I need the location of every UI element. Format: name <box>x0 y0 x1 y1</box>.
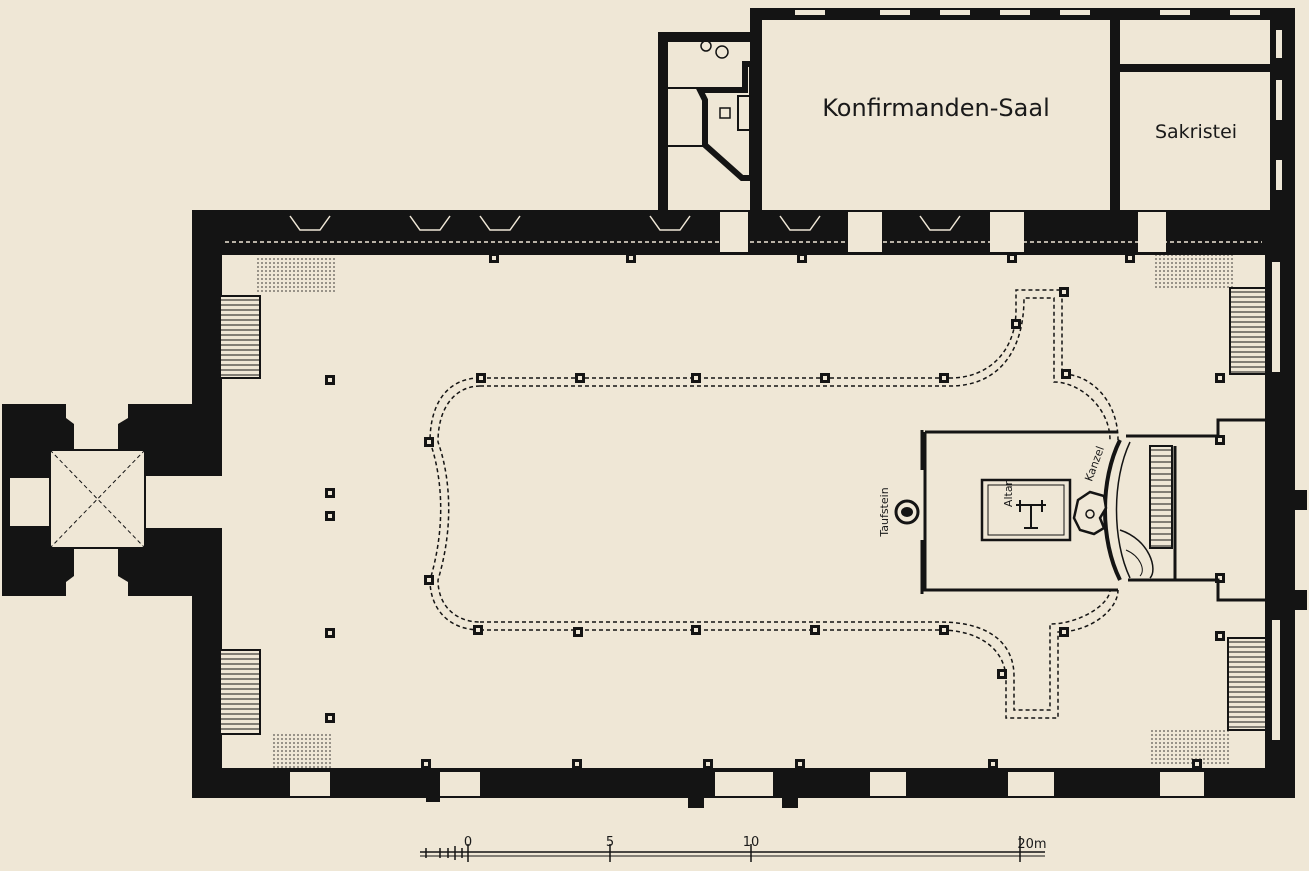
chancel <box>894 418 1265 602</box>
pillar-core <box>1062 290 1066 294</box>
pillar-core <box>476 628 480 632</box>
pillar-core <box>942 376 946 380</box>
pillar-core <box>823 376 827 380</box>
chancel-rail <box>923 430 1118 592</box>
pillar-core <box>328 378 332 382</box>
scale-tick-5: 5 <box>606 835 614 850</box>
pillar-core <box>578 376 582 380</box>
pillar-core <box>1218 576 1222 580</box>
pillar-core <box>479 376 483 380</box>
pillar-core <box>427 578 431 582</box>
pillar-core <box>576 630 580 634</box>
pillar-core <box>1218 376 1222 380</box>
label-konfirmanden-saal: Konfirmanden-Saal <box>822 94 1049 122</box>
pillar-core <box>706 762 710 766</box>
altar <box>980 478 1072 542</box>
pillar-core <box>694 628 698 632</box>
stairs <box>219 254 1267 768</box>
pillar-core <box>492 256 496 260</box>
pillar-core <box>1000 672 1004 676</box>
scale-tick-20m: 20m <box>1017 837 1046 852</box>
pillar-core <box>427 440 431 444</box>
bottom-buttresses <box>426 790 798 808</box>
pillar-core <box>629 256 633 260</box>
pillar-core <box>1062 630 1066 634</box>
pillar-core <box>1064 372 1068 376</box>
top-wall-openings <box>720 212 1166 252</box>
wc-fixture <box>700 40 712 52</box>
pillar-core <box>798 762 802 766</box>
pillar-core <box>328 631 332 635</box>
pillar-core <box>1010 256 1014 260</box>
pillar-core <box>1218 438 1222 442</box>
font-taufstein <box>894 499 920 525</box>
scale-tick-0: 0 <box>464 835 472 850</box>
scale-bar: 0 5 10 20m <box>420 835 1047 862</box>
pillar-core <box>991 762 995 766</box>
label-sakristei: Sakristei <box>1155 121 1237 143</box>
west-porch <box>2 404 222 596</box>
altar-cross-icon <box>1016 500 1046 529</box>
scale-tick-10: 10 <box>743 835 760 850</box>
pillar-core <box>1218 634 1222 638</box>
pillar-core <box>800 256 804 260</box>
pillar-core <box>328 716 332 720</box>
pillar-core <box>1128 256 1132 260</box>
annex <box>658 8 1295 210</box>
pillar-core <box>1195 762 1199 766</box>
sakristei-top-wall <box>1120 64 1270 72</box>
porch-vault <box>49 449 146 549</box>
top-wall-windows <box>289 215 961 231</box>
bottom-wall-openings <box>290 772 1204 796</box>
pillar-core <box>813 628 817 632</box>
gallery-outline <box>429 289 1119 719</box>
right-buttresses <box>1293 490 1307 610</box>
pillar-core <box>328 514 332 518</box>
annex-stair-block <box>658 32 752 210</box>
pillar-core <box>424 762 428 766</box>
pillar-core <box>942 628 946 632</box>
pulpit-kanzel <box>1072 490 1108 536</box>
pulpit-stair <box>1149 445 1173 549</box>
pillars <box>325 253 1225 769</box>
pillar-core <box>694 376 698 380</box>
label-taufstein: Taufstein <box>878 487 891 537</box>
annex-windows <box>795 10 1282 190</box>
sakristei-divider-wall <box>1110 18 1120 210</box>
pillar-core <box>328 491 332 495</box>
right-wall-windows <box>1272 262 1280 740</box>
pillar-core <box>575 762 579 766</box>
pillar-core <box>1014 322 1018 326</box>
label-altar: Altar <box>1002 480 1015 507</box>
annex-wc-wall <box>695 61 755 181</box>
